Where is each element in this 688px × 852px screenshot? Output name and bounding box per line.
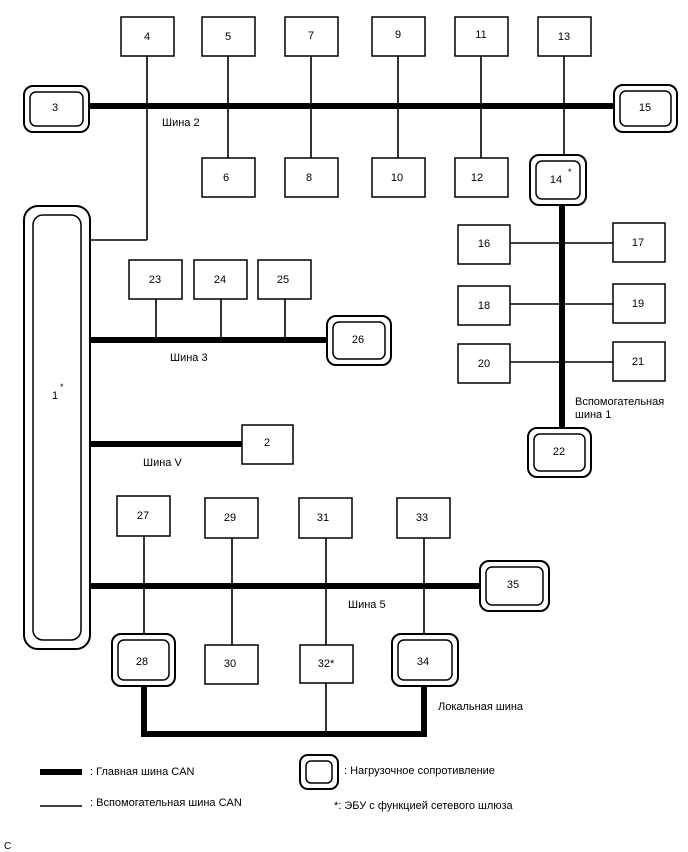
local-bus-line [141, 684, 427, 737]
ecu-2: 2 [241, 424, 294, 465]
svg-text:16: 16 [478, 238, 490, 250]
aux-bus-1-label-line1: Вспомогательная [575, 396, 664, 408]
svg-text:4: 4 [144, 31, 150, 43]
svg-text:25: 25 [277, 274, 289, 286]
ecu-26: 26 [326, 315, 392, 366]
legend-gateway-label: *: ЭБУ с функцией сетевого шлюза [334, 800, 514, 812]
ecu-12: 12 [454, 157, 509, 198]
ecu-18: 18 [457, 285, 511, 326]
ecu-32: 32* [299, 644, 354, 684]
ecu-28: 28 [111, 633, 176, 687]
ecu-4: 4 [120, 16, 175, 57]
bus-labels: Шина 2 Шина 3 Шина V Шина 5 Вспомогатель… [143, 117, 664, 713]
svg-text:28: 28 [136, 656, 148, 668]
terminated-ecus: 3 15 14 * 26 22 35 [23, 84, 678, 687]
ecu-boxes: 4 5 7 9 11 13 6 8 10 12 16 17 18 19 20 2… [116, 16, 666, 685]
bus-3-label: Шина 3 [170, 352, 208, 364]
svg-text:20: 20 [478, 358, 490, 370]
svg-text:3: 3 [52, 102, 58, 114]
ecu-17: 17 [612, 222, 666, 263]
legend-terminator-swatch [299, 754, 339, 790]
aux-bus-1-label-line2: шина 1 [575, 409, 611, 421]
ecu-16: 16 [457, 224, 511, 265]
svg-text:6: 6 [223, 172, 229, 184]
svg-text:35: 35 [507, 579, 519, 591]
svg-text:21: 21 [632, 356, 644, 368]
svg-text:5: 5 [225, 31, 231, 43]
ecu-1: 1 * [23, 205, 91, 650]
ecu-21: 21 [612, 341, 666, 382]
ecu-13: 13 [537, 16, 592, 57]
ecu-3: 3 [23, 85, 90, 133]
svg-text:8: 8 [306, 172, 312, 184]
local-bus-label: Локальная шина [438, 701, 524, 713]
svg-text:32*: 32* [318, 658, 335, 670]
bus-v-label: Шина V [143, 457, 182, 469]
svg-text:29: 29 [224, 512, 236, 524]
svg-text:26: 26 [352, 334, 364, 346]
ecu-14: 14 * [529, 154, 587, 206]
ecu-23: 23 [128, 259, 183, 300]
ecu-1-label: 1 [52, 390, 58, 402]
bus-2-label: Шина 2 [162, 117, 200, 129]
ecu-34: 34 [391, 633, 459, 687]
svg-text:30: 30 [224, 658, 236, 670]
ecu-10: 10 [371, 157, 426, 198]
svg-text:9: 9 [395, 29, 401, 41]
ecu-20: 20 [457, 343, 511, 384]
ecu-25: 25 [257, 259, 312, 300]
ecu-24: 24 [193, 259, 248, 300]
ecu-6: 6 [201, 157, 256, 198]
bus-5-label: Шина 5 [348, 599, 386, 611]
legend: : Главная шина CAN : Вспомогательная шин… [40, 754, 514, 812]
ecu-29: 29 [204, 497, 259, 539]
svg-text:7: 7 [308, 30, 314, 42]
legend-main-can-label: : Главная шина CAN [90, 766, 195, 778]
svg-text:33: 33 [416, 512, 428, 524]
svg-text:15: 15 [639, 102, 651, 114]
legend-sub-can-label: : Вспомогательная шина CAN [90, 797, 242, 809]
main-can-wires [88, 103, 618, 737]
legend-terminator-label: : Нагрузочное сопротивление [344, 765, 495, 777]
svg-text:19: 19 [632, 298, 644, 310]
ecu-1-gateway-mark: * [60, 382, 64, 392]
svg-text:34: 34 [417, 656, 429, 668]
ecu-33: 33 [396, 497, 451, 539]
svg-text:13: 13 [558, 31, 570, 43]
svg-text:27: 27 [137, 510, 149, 522]
ecu-22: 22 [527, 427, 592, 478]
ecu-15: 15 [613, 84, 678, 133]
corner-mark: C [4, 841, 11, 852]
svg-text:10: 10 [391, 172, 403, 184]
ecu-27: 27 [116, 495, 171, 537]
svg-text:11: 11 [475, 29, 486, 41]
ecu-7: 7 [284, 16, 339, 57]
svg-text:12: 12 [471, 172, 483, 184]
svg-text:31: 31 [317, 512, 329, 524]
ecu-9: 9 [371, 16, 426, 57]
svg-text:18: 18 [478, 300, 490, 312]
ecu-35: 35 [479, 560, 550, 612]
svg-text:14: 14 [550, 174, 562, 186]
svg-text:22: 22 [553, 446, 565, 458]
ecu-5: 5 [201, 16, 256, 57]
svg-text:*: * [568, 167, 572, 177]
ecu-19: 19 [612, 283, 666, 324]
ecu-11: 11 [454, 16, 509, 57]
svg-text:24: 24 [214, 274, 226, 286]
svg-text:17: 17 [632, 237, 644, 249]
ecu-8: 8 [284, 157, 339, 198]
svg-text:23: 23 [149, 274, 161, 286]
ecu-30: 30 [204, 644, 259, 685]
svg-text:2: 2 [264, 437, 270, 449]
ecu-31: 31 [298, 497, 353, 539]
